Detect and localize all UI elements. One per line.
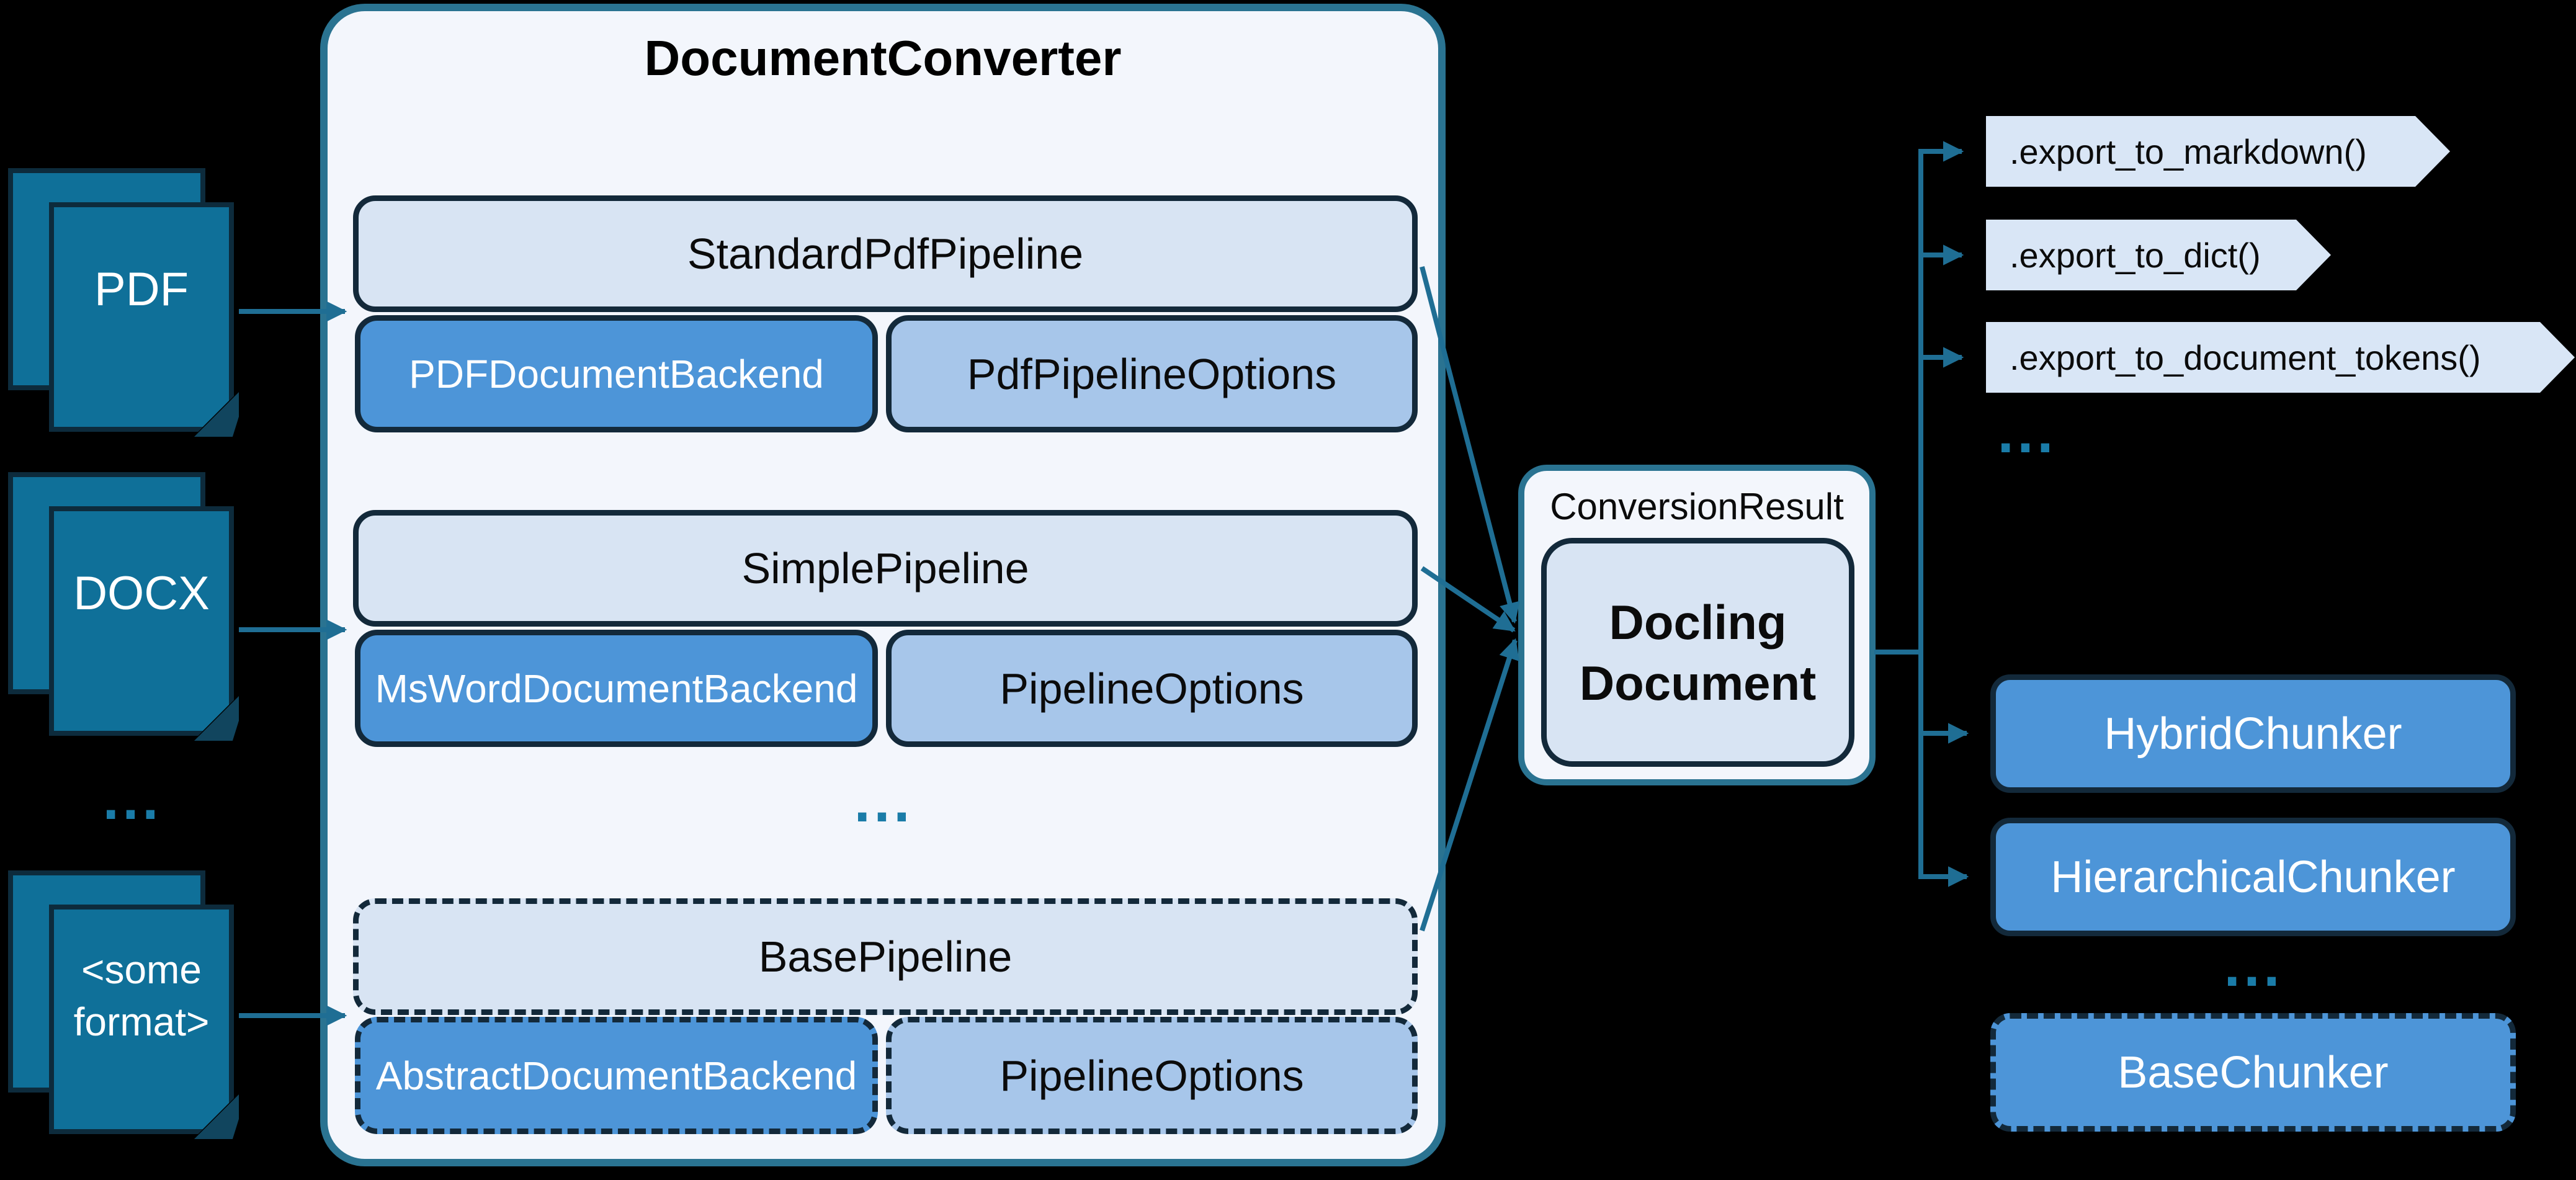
pipeline-options-label-2: PipelineOptions: [1000, 1051, 1304, 1100]
pdf-document-stack-icon: PDF: [8, 168, 244, 441]
pdf-document-backend-box: PDFDocumentBackend: [355, 315, 878, 432]
some-format-document-stack-icon: <some format>: [8, 870, 244, 1143]
some-format-label-line2: format>: [73, 999, 210, 1044]
docling-document-line1: Docling: [1609, 594, 1787, 650]
pdf-label: PDF: [94, 263, 189, 316]
conversion-result-label: ConversionResult: [1550, 486, 1844, 527]
pdf-pipeline-options-label: PdfPipelineOptions: [967, 349, 1337, 398]
docx-document-stack-icon: DOCX: [8, 472, 244, 745]
msword-document-backend-label: MsWordDocumentBackend: [375, 666, 858, 711]
document-converter-title: DocumentConverter: [644, 30, 1122, 86]
abstract-document-backend-label: AbstractDocumentBackend: [375, 1053, 857, 1098]
pdf-document-backend-label: PDFDocumentBackend: [409, 351, 824, 396]
simple-pipeline-box: SimplePipeline: [353, 510, 1418, 627]
export-to-document-tokens-chevron: .export_to_document_tokens(): [1986, 322, 2575, 393]
docling-document-line2: Document: [1579, 655, 1817, 710]
some-format-label: <some format>: [49, 944, 234, 1048]
export-to-markdown-chevron: .export_to_markdown(): [1986, 116, 2450, 187]
base-chunker-label: BaseChunker: [2118, 1047, 2389, 1097]
export-to-dict-chevron: .export_to_dict(): [1986, 220, 2331, 290]
simple-pipeline-label: SimplePipeline: [741, 544, 1029, 592]
base-chunker-box: BaseChunker: [1990, 1013, 2516, 1132]
msword-document-backend-box: MsWordDocumentBackend: [355, 630, 878, 747]
pipeline-options-box-2: PipelineOptions: [886, 1017, 1418, 1134]
base-pipeline-box: BasePipeline: [353, 898, 1418, 1015]
pipeline-options-box-1: PipelineOptions: [886, 630, 1418, 747]
arrow-simple-pipeline-to-result: [1420, 566, 1516, 633]
hybrid-chunker-box: HybridChunker: [1990, 674, 2516, 793]
hybrid-chunker-label: HybridChunker: [2104, 708, 2402, 759]
docx-front-page-icon: [49, 506, 234, 736]
export-to-markdown-label: .export_to_markdown(): [2010, 132, 2367, 171]
pdf-front-page-icon: [49, 202, 234, 432]
converter-ellipsis: ...: [853, 777, 913, 833]
hierarchical-chunker-box: HierarchicalChunker: [1990, 818, 2516, 936]
base-pipeline-label: BasePipeline: [758, 932, 1013, 981]
inputs-ellipsis: ...: [102, 775, 161, 830]
abstract-document-backend-box: AbstractDocumentBackend: [355, 1017, 878, 1134]
standard-pdf-pipeline-label: StandardPdfPipeline: [687, 230, 1084, 278]
docling-document-box: Docling Document: [1541, 538, 1854, 767]
export-to-dict-label: .export_to_dict(): [2010, 235, 2261, 275]
pipeline-options-label-1: PipelineOptions: [1000, 664, 1304, 713]
exports-ellipsis: ...: [1997, 408, 2056, 463]
arrow-standard-pipeline-to-result: [1420, 266, 1520, 624]
chunkers-ellipsis: ...: [2223, 942, 2283, 997]
docx-label: DOCX: [73, 567, 210, 620]
some-format-label-line1: <some: [81, 947, 202, 992]
hierarchical-chunker-label: HierarchicalChunker: [2051, 852, 2456, 902]
arrow-base-pipeline-to-result: [1420, 638, 1519, 932]
standard-pdf-pipeline-box: StandardPdfPipeline: [353, 195, 1418, 312]
some-format-front-page-icon: [49, 905, 234, 1134]
export-to-document-tokens-label: .export_to_document_tokens(): [2010, 337, 2481, 377]
pdf-pipeline-options-box: PdfPipelineOptions: [886, 315, 1418, 432]
